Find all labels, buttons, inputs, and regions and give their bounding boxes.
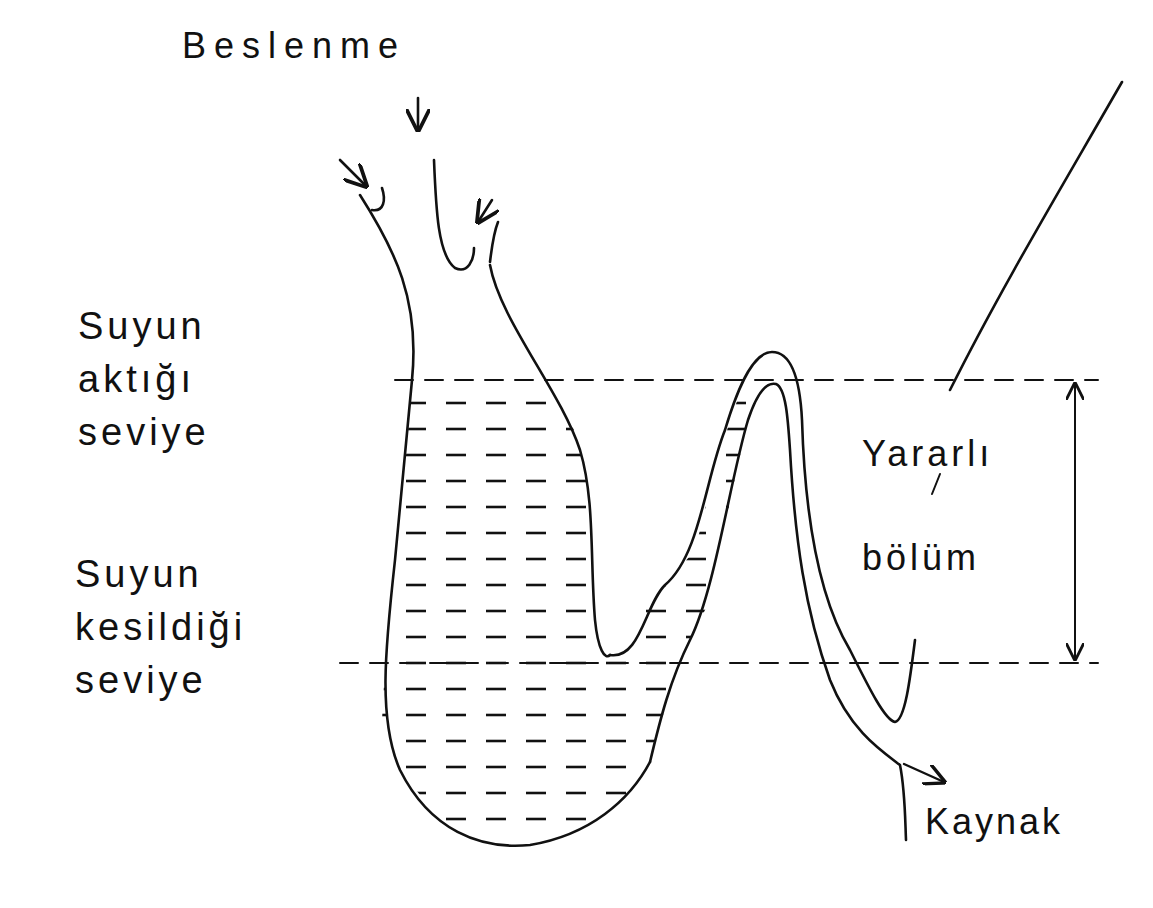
tick-mark [932,474,940,494]
siphon-wall [610,352,915,722]
recharge-label: Beslenme [182,24,406,67]
recharge-arrow [340,160,366,186]
range-arrow [1074,384,1076,659]
spring-label: Kaynak [925,800,1063,843]
feeder-channel [490,222,498,262]
recharge-arrow [417,98,420,130]
level-label: Suyun kesildiği seviye [75,548,246,708]
cutoff-level-line [340,662,1098,664]
cave-wall [490,265,610,656]
outflow-arrow [904,764,944,782]
level-label: Suyun aktığı seviye [78,300,210,460]
water-fill [382,370,765,842]
ground-surface [950,82,1122,390]
flow-level-line [395,379,1098,381]
recharge-arrow [478,200,492,222]
cave-wall [360,195,650,846]
range-label: Yararlı bölüm [862,402,993,611]
feeder-channel [372,188,384,210]
feeder-channel [434,160,474,269]
